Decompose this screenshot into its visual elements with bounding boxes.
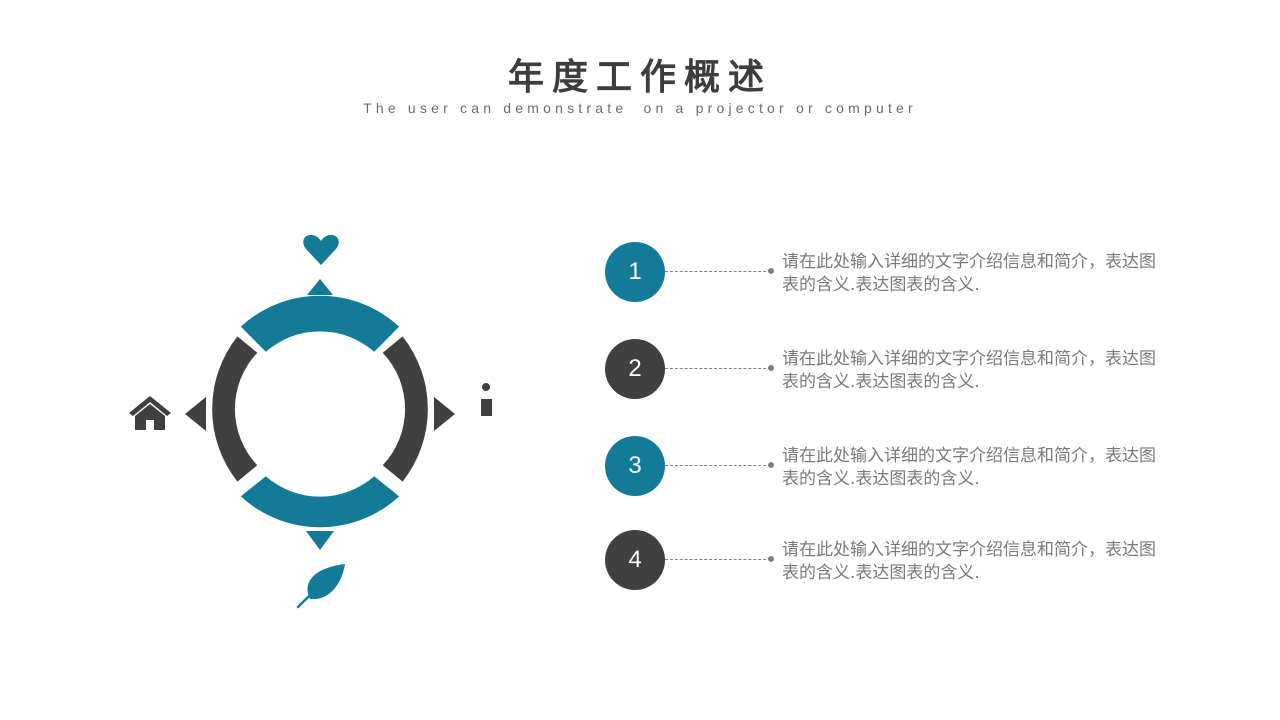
- heart-icon: [303, 235, 339, 265]
- item-description: 请在此处输入详细的文字介绍信息和简介，表达图表的含义.表达图表的含义.: [782, 252, 1156, 295]
- connector-dot: [768, 268, 774, 274]
- info-icon: [481, 383, 492, 416]
- dashed-connector: [665, 271, 771, 272]
- page-subtitle: The user can demonstrate on a projector …: [363, 100, 917, 116]
- page-title: 年度工作概述: [507, 57, 772, 98]
- home-icon: [129, 396, 171, 430]
- ring-segment-left: [212, 336, 258, 482]
- ring-segment-right: [382, 336, 428, 482]
- ring-pointer-top: [307, 279, 333, 295]
- connector-dot: [768, 462, 774, 468]
- list-item: 3 请在此处输入详细的文字介绍信息和简介，表达图表的含义.表达图表的含义.: [605, 436, 1185, 496]
- step-number-badge: 1: [605, 242, 665, 302]
- dashed-connector: [665, 368, 771, 369]
- ring-diagram: [129, 235, 492, 609]
- connector-dot: [768, 556, 774, 562]
- list-item: 4 请在此处输入详细的文字介绍信息和简介，表达图表的含义.表达图表的含义.: [605, 530, 1185, 590]
- leaf-icon: [296, 564, 345, 609]
- item-description: 请在此处输入详细的文字介绍信息和简介，表达图表的含义.表达图表的含义.: [782, 446, 1156, 489]
- ring-pointer-left: [185, 397, 206, 431]
- step-number-badge: 2: [605, 339, 665, 399]
- dashed-connector: [665, 465, 771, 466]
- ring-pointer-right: [434, 397, 455, 431]
- connector-dot: [768, 365, 774, 371]
- list-item: 2 请在此处输入详细的文字介绍信息和简介，表达图表的含义.表达图表的含义.: [605, 339, 1185, 399]
- ring-segment-top: [240, 295, 400, 352]
- item-description: 请在此处输入详细的文字介绍信息和简介，表达图表的含义.表达图表的含义.: [782, 349, 1156, 392]
- item-description: 请在此处输入详细的文字介绍信息和简介，表达图表的含义.表达图表的含义.: [782, 540, 1156, 583]
- ring-pointer-bottom: [306, 531, 334, 550]
- list-item: 1 请在此处输入详细的文字介绍信息和简介，表达图表的含义.表达图表的含义.: [605, 242, 1185, 302]
- dashed-connector: [665, 559, 771, 560]
- ring-segment-bottom: [240, 476, 400, 528]
- step-number-badge: 4: [605, 530, 665, 590]
- step-number-badge: 3: [605, 436, 665, 496]
